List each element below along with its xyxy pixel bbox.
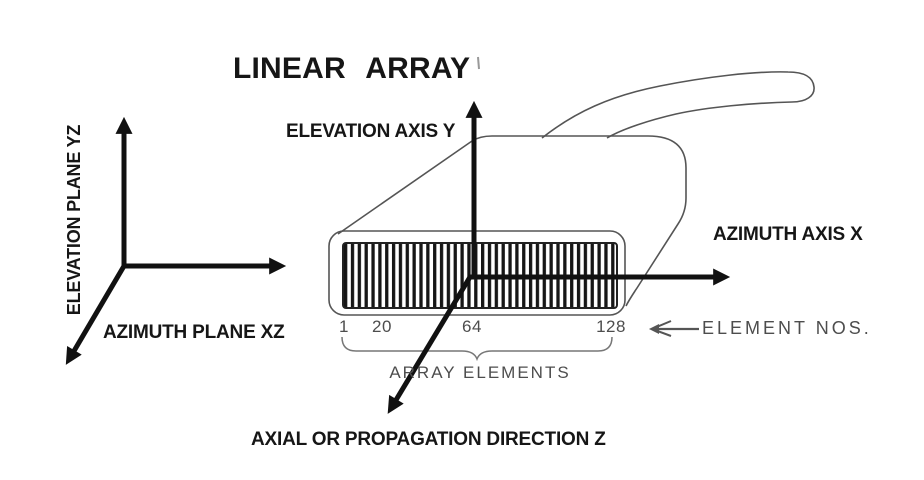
probe-cable <box>541 71 815 139</box>
diagram-title: LINEAR ARRAY <box>233 52 471 85</box>
elevation-axis-label: ELEVATION AXIS Y <box>286 121 456 142</box>
probe-axes <box>387 100 731 414</box>
array-elements-label: ARRAY ELEMENTS <box>389 363 571 382</box>
element-number-1: 1 <box>339 317 349 336</box>
element-number-64: 64 <box>462 317 482 336</box>
element-number-128: 128 <box>596 317 626 336</box>
plane-axes <box>65 116 287 365</box>
probe-body-outline <box>337 135 687 307</box>
element-number-20: 20 <box>372 317 392 336</box>
elevation-plane-label: ELEVATION PLANE YZ <box>64 124 84 316</box>
propagation-axis-z-arrow <box>387 275 473 414</box>
azimuth-plane-label: AZIMUTH PLANE XZ <box>103 322 285 343</box>
axial-direction-label: AXIAL OR PROPAGATION DIRECTION Z <box>251 429 606 450</box>
azimuth-axis-label: AZIMUTH AXIS X <box>713 224 863 245</box>
plane-diagonal-axis-arrow <box>65 264 127 365</box>
tick-mark <box>477 56 480 70</box>
element-nos-label: ELEMENT NOS. <box>702 318 872 338</box>
element-nos-arrow <box>649 320 699 337</box>
array-elements-brace <box>341 336 613 362</box>
